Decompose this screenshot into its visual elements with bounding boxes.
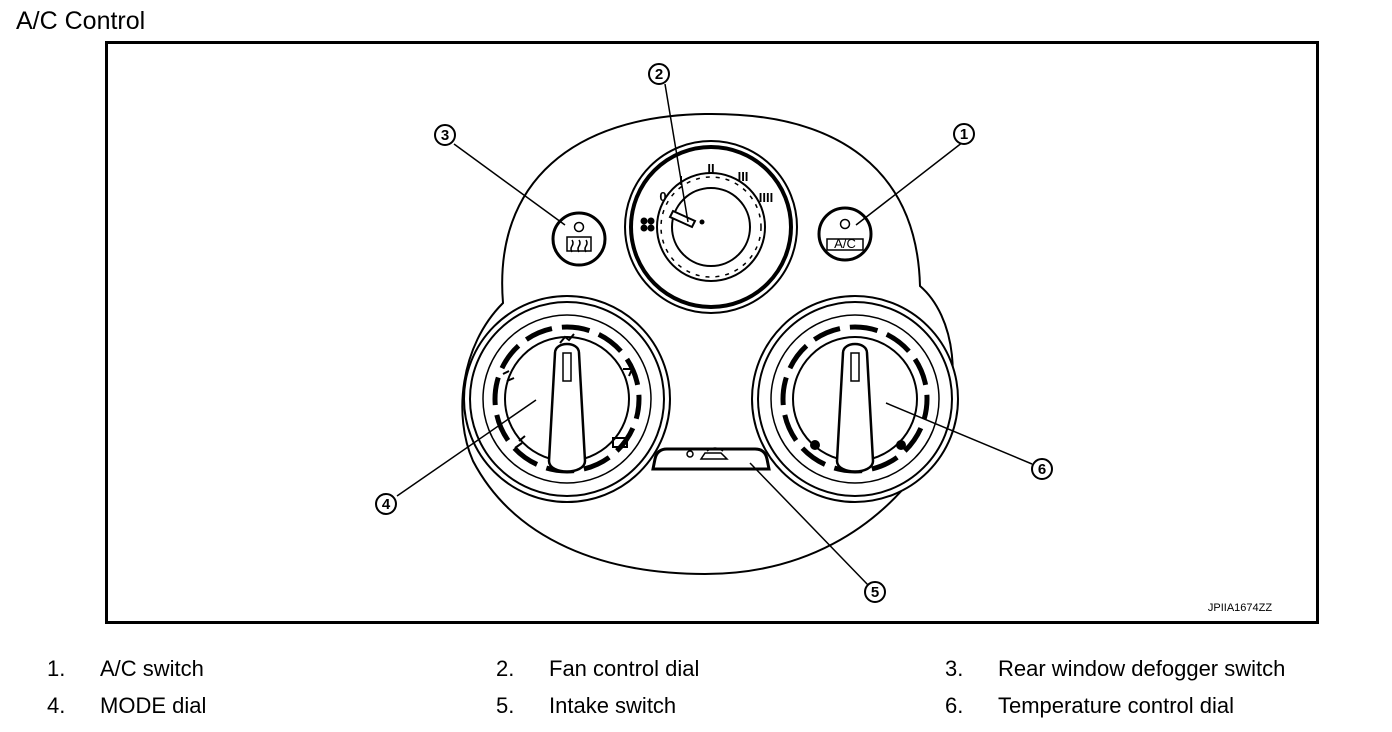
- callout-6: 6: [1031, 458, 1053, 480]
- page-title: A/C Control: [16, 7, 146, 35]
- fan-mark-3: III: [738, 169, 749, 184]
- svg-text:4: 4: [382, 496, 391, 513]
- fan-mark-0: 0: [659, 189, 666, 204]
- svg-text:6: 6: [1038, 461, 1046, 478]
- ac-switch[interactable]: A/C: [817, 206, 873, 262]
- callout-4: 4: [375, 493, 397, 515]
- callout-5: 5: [864, 581, 886, 603]
- indicator-light: [839, 218, 851, 230]
- callout-numbers: 1 2 3 4 5 6: [375, 63, 1053, 603]
- vent-mode-icons: [502, 333, 634, 449]
- rear-defogger-switch[interactable]: [551, 211, 607, 267]
- callout-2: 2: [648, 63, 670, 85]
- callout-3: 3: [434, 124, 456, 146]
- indicator-light: [573, 221, 585, 233]
- svg-text:3: 3: [441, 127, 449, 144]
- svg-text:5: 5: [871, 584, 879, 601]
- svg-text:2: 2: [655, 66, 663, 83]
- legend-number: 1.: [47, 656, 66, 681]
- fan-control-dial[interactable]: 0 I II III IIII: [624, 140, 798, 314]
- legend-number: 5.: [496, 693, 515, 718]
- fan-mark-2: II: [707, 161, 714, 176]
- legend-text: Temperature control dial: [998, 693, 1235, 718]
- legend: 1. A/C switch 2. Fan control dial 3. Rea…: [0, 652, 1392, 722]
- temperature-control-dial[interactable]: [751, 295, 959, 503]
- legend-number: 3.: [945, 656, 964, 681]
- legend-number: 2.: [496, 656, 515, 681]
- recirculation-icon: [699, 447, 729, 460]
- legend-text: Fan control dial: [549, 656, 700, 681]
- legend-text: MODE dial: [100, 693, 207, 718]
- legend-number: 4.: [47, 693, 66, 718]
- legend-text: Intake switch: [549, 693, 677, 718]
- fan-icon: [640, 217, 655, 232]
- fan-mark-4: IIII: [759, 190, 773, 205]
- callout-leaders: [396, 83, 1033, 587]
- figure-code: JPIIA1674ZZ: [1208, 602, 1272, 614]
- ac-button-label: A/C: [834, 236, 856, 251]
- legend-text: Rear window defogger switch: [998, 656, 1286, 681]
- callout-1: 1: [953, 123, 975, 145]
- legend-number: 6.: [945, 693, 964, 718]
- mode-dial[interactable]: [463, 295, 671, 503]
- rear-defogger-icon: [566, 236, 592, 253]
- intake-switch[interactable]: [651, 447, 771, 471]
- legend-text: A/C switch: [100, 656, 204, 681]
- ac-control-diagram: 0 I II III IIII: [105, 41, 1319, 624]
- svg-text:1: 1: [960, 126, 968, 143]
